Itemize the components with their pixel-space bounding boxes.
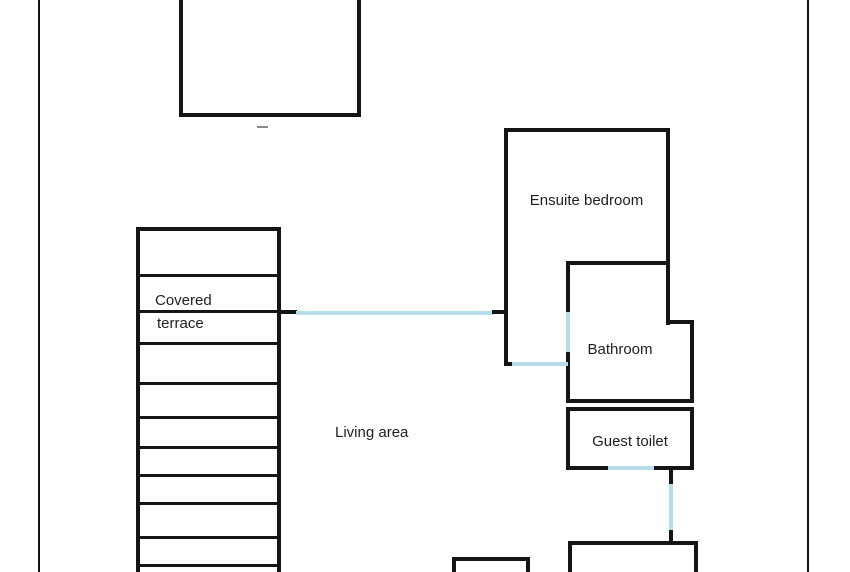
ensuite-bedroom-label: Ensuite bedroom	[529, 192, 644, 209]
bottom-right-structure-wall-top	[568, 541, 698, 545]
ensuite-wall-top	[504, 128, 670, 132]
guest-toilet-wall-top	[566, 407, 694, 411]
hallway-wall-stub	[504, 362, 513, 366]
pool-wall-right	[357, 0, 361, 117]
guest-toilet-wall-bottom-right	[654, 466, 694, 470]
guest-toilet-label: Guest toilet	[592, 433, 668, 450]
pool-wall-bottom	[179, 113, 361, 117]
terrace-passage-door	[296, 311, 494, 315]
bottom-right-structure-wall-right	[694, 541, 698, 572]
terrace-wall-left	[136, 227, 140, 572]
pool-wall-left	[179, 0, 183, 117]
pool-mark	[257, 126, 268, 128]
terrace-slat-divider	[136, 342, 281, 345]
hallway-door	[512, 362, 568, 366]
bathroom-label: Bathroom	[587, 341, 653, 358]
terrace-slat-divider	[136, 564, 281, 567]
living-area-label: Living area	[335, 424, 409, 441]
terrace-slat-divider	[136, 446, 281, 449]
plan-border-right	[807, 0, 809, 572]
bathroom-door	[566, 312, 570, 354]
passage-wall-stub-right	[492, 310, 506, 314]
entry-wall-stub-lower	[669, 530, 673, 543]
bathroom-wall-step	[666, 320, 694, 324]
bottom-left-structure-wall-left	[452, 557, 456, 572]
terrace-wall-right	[277, 227, 281, 572]
pool-label: Pool	[160, 0, 345, 3]
guest-toilet-wall-bottom-left	[566, 466, 610, 470]
covered-terrace-label-line1: Covered	[155, 292, 212, 309]
terrace-slat-divider	[136, 502, 281, 505]
terrace-slat-divider	[136, 310, 281, 313]
covered-terrace-label-line2: terrace	[157, 315, 204, 332]
ensuite-wall-right	[666, 128, 670, 325]
bottom-left-structure-wall-top	[452, 557, 530, 561]
bathroom-wall-top	[566, 261, 670, 265]
guest-toilet-door	[608, 466, 656, 470]
terrace-slat-divider	[136, 382, 281, 385]
terrace-wall-top	[136, 227, 281, 231]
guest-toilet-wall-left	[566, 407, 570, 470]
terrace-slat-divider	[136, 416, 281, 419]
bottom-left-structure-wall-right	[526, 557, 530, 572]
terrace-slat-divider	[136, 536, 281, 539]
entry-wall-stub-upper	[669, 468, 673, 485]
passage-wall-stub-left	[277, 310, 297, 314]
guest-toilet-entry-door	[669, 484, 673, 531]
bathroom-wall-bottom	[566, 399, 694, 403]
bottom-right-structure-wall-left	[568, 541, 572, 572]
guest-toilet-wall-right	[690, 407, 694, 470]
bathroom-wall-right	[690, 320, 694, 403]
plan-border-left	[38, 0, 40, 572]
terrace-slat-divider	[136, 474, 281, 477]
terrace-slat-divider	[136, 274, 281, 277]
bathroom-wall-left-lower	[566, 352, 570, 403]
ensuite-wall-left	[504, 128, 508, 366]
bathroom-wall-left-upper	[566, 261, 570, 314]
